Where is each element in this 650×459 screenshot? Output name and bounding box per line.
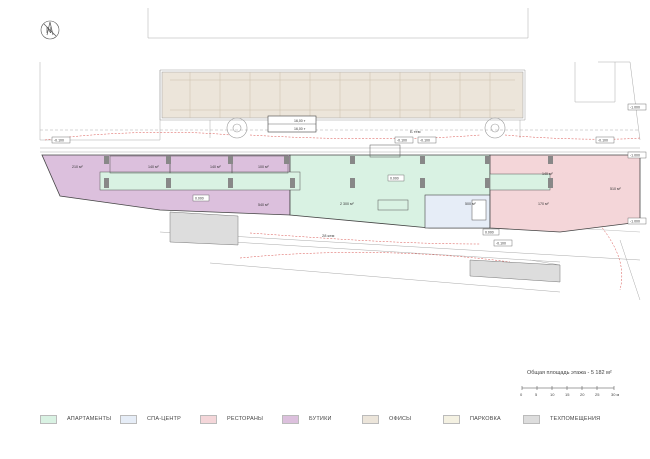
room-area: 100 м² (258, 165, 269, 169)
room-area: 140 м² (148, 165, 159, 169)
room-area: 140 м² (542, 172, 553, 176)
legend-item-parking: ПАРКОВКА (443, 413, 501, 425)
street-label: Б тем (410, 129, 421, 134)
legend-item-boutiques: БУТИКИ (282, 413, 332, 425)
level-mark: -0.100 (397, 139, 407, 143)
level-mark: -0.100 (598, 139, 608, 143)
level-mark: 0.000 (390, 177, 399, 181)
scale-bar (521, 386, 615, 390)
level-mark: 0.000 (485, 231, 494, 235)
office-block (161, 71, 524, 119)
scale-tick: 15 (565, 392, 570, 397)
legend-label: СПА-ЦЕНТР (147, 416, 181, 422)
legend-label: ТЕХПОМЕЩЕНИЯ (550, 416, 601, 422)
scale-tick: 0 (520, 392, 523, 397)
scale-tick: 30 м (611, 392, 620, 397)
scale-tick: 5 (535, 392, 538, 397)
legend-label: ОФИСЫ (389, 416, 412, 422)
legend-label: ПАРКОВКА (470, 416, 501, 422)
traffic-lines (44, 132, 641, 291)
legend-label: РЕСТОРАНЫ (227, 416, 264, 422)
scale-tick: 10 (550, 392, 555, 397)
legend-label: АПАРТАМЕНТЫ (67, 416, 112, 422)
level-mark: -0.100 (54, 139, 64, 143)
room-area: 510 м² (610, 187, 621, 191)
legend-label: БУТИКИ (309, 416, 332, 422)
roundabouts (226, 117, 506, 139)
legend-swatch (40, 414, 57, 424)
level-mark: -1.000 (630, 154, 640, 158)
legend-swatch (282, 414, 299, 424)
north-arrow-icon: N (40, 20, 60, 40)
scale-tick: 25 (595, 392, 600, 397)
legend-item-apartments: АПАРТАМЕНТЫ (40, 413, 111, 425)
top-info-table: 16,00 т 16,00 т (267, 115, 317, 133)
level-mark: -0.100 (496, 242, 506, 246)
level-mark: -1.000 (630, 106, 640, 110)
legend-swatch (523, 414, 540, 424)
svg-text:N: N (46, 26, 52, 35)
room-area: 500 м² (465, 202, 476, 206)
room-area: 540 м² (258, 203, 269, 207)
legend-swatch (443, 414, 460, 424)
scale-ticks: 0 5 10 15 20 25 30 м (520, 392, 620, 400)
legend-item-spa: СПА-ЦЕНТР (120, 413, 181, 425)
level-mark: 0.000 (195, 197, 204, 201)
scale-tick: 20 (580, 392, 585, 397)
legend-item-offices: ОФИСЫ (362, 413, 411, 425)
site-context (39, 8, 641, 301)
room-area: 140 м² (210, 165, 221, 169)
room-labels: 140 м² 140 м² 100 м² 140 м² 210 м² 540 м… (72, 165, 621, 207)
legend-item-restaurants: РЕСТОРАНЫ (200, 413, 263, 425)
level-mark: -0.100 (420, 139, 430, 143)
level-mark: -1.000 (630, 220, 640, 224)
legend-swatch (120, 414, 137, 424)
room-area: 170 м² (538, 202, 549, 206)
main-building (41, 144, 641, 283)
street-label: 28 кем (322, 233, 335, 238)
table-cell: 16,00 т (294, 119, 306, 123)
legend-item-tech: ТЕХПОМЕЩЕНИЯ (523, 413, 600, 425)
level-marks: -0.100 -0.100 -0.100 -0.100 -1.000 -1.00… (51, 103, 647, 247)
total-area: Общая площадь этажа - 5 182 м² (527, 370, 612, 376)
room-area: 2 300 м² (340, 202, 354, 206)
room-area: 210 м² (72, 165, 83, 169)
legend-swatch (200, 414, 217, 424)
table-cell: 16,00 т (294, 127, 306, 131)
legend-swatch (362, 414, 379, 424)
